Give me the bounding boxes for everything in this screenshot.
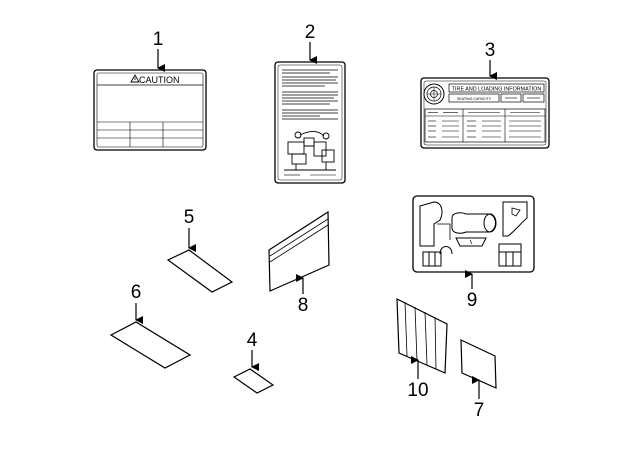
callout-5: 5 — [184, 207, 195, 228]
part-7-label — [460, 339, 497, 389]
tire-title: TIRE AND LOADING INFORMATION — [452, 87, 542, 93]
callout-3: 3 — [485, 40, 496, 61]
part-3-tire-loading-label: TIRE AND LOADING INFORMATION SEATING CAP… — [420, 77, 550, 149]
part-5-label — [166, 249, 234, 293]
caution-heading: CAUTION — [139, 75, 180, 85]
callout-6: 6 — [131, 282, 142, 303]
callout-9: 9 — [467, 290, 478, 311]
callout-4: 4 — [247, 330, 258, 351]
part-1-caution-label: CAUTION — [93, 69, 207, 151]
callout-8: 8 — [298, 295, 309, 316]
part-6-label — [109, 321, 192, 369]
callout-1: 1 — [153, 29, 164, 50]
part-2-info-label — [274, 61, 346, 184]
part-4-label — [232, 368, 275, 394]
warning-triangle-icon — [130, 74, 140, 83]
callout-2: 2 — [305, 22, 316, 43]
callout-7: 7 — [474, 400, 485, 421]
tire-icon — [423, 83, 445, 105]
seat-pictogram-icon — [419, 201, 528, 267]
engine-diagram-icon — [284, 130, 336, 171]
part-10-label — [396, 298, 448, 374]
part-8-label — [268, 210, 330, 292]
part-9-pictogram-label — [412, 195, 535, 273]
callout-10: 10 — [407, 380, 428, 401]
seating-capacity-label: SEATING CAPACITY — [457, 97, 492, 101]
